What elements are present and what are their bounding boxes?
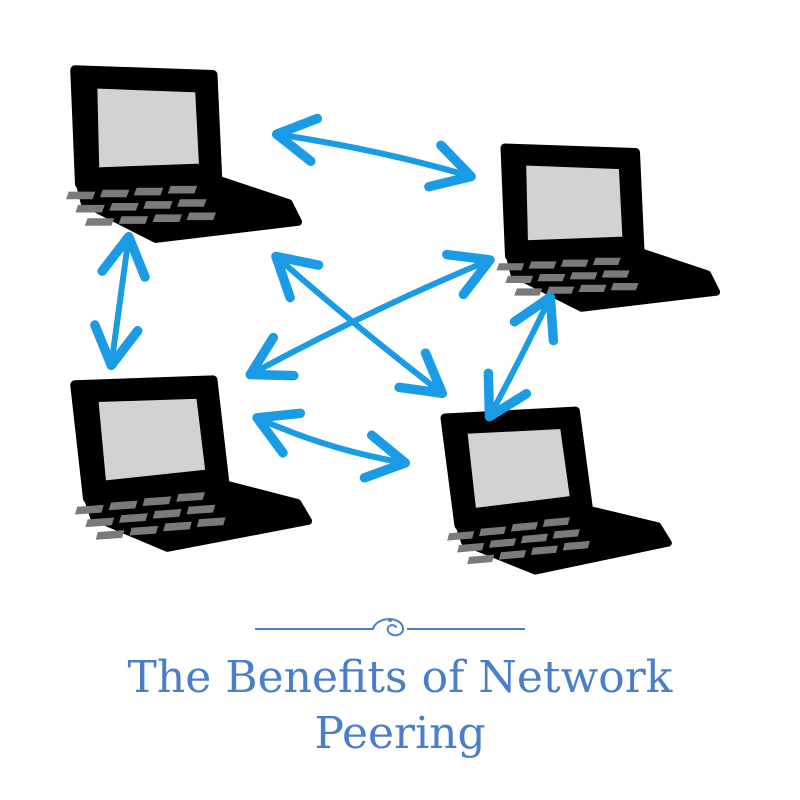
arrow-top-left-top-right: [271, 113, 476, 192]
laptop-icon-bottom-left: [66, 369, 310, 554]
laptop-icon-top-left: [66, 70, 298, 239]
arrow-bottom-left-top-right: [245, 249, 495, 381]
title-line-1: The Benefits of Network: [127, 652, 673, 703]
network-peering-diagram: [0, 0, 800, 600]
laptop-icon-bottom-right: [436, 400, 669, 579]
arrow-top-left-bottom-left: [90, 231, 150, 371]
arrow-top-left-bottom-right: [271, 251, 448, 399]
swirl-ornament-icon: [255, 618, 525, 637]
arrow-top-right-bottom-right: [483, 292, 559, 422]
title-line-2: Peering: [314, 708, 486, 759]
arrow-bottom-left-bottom-right: [252, 408, 411, 483]
laptop-icon-top-right: [496, 148, 716, 308]
page-title: The Benefits of Network Peering: [0, 650, 800, 762]
